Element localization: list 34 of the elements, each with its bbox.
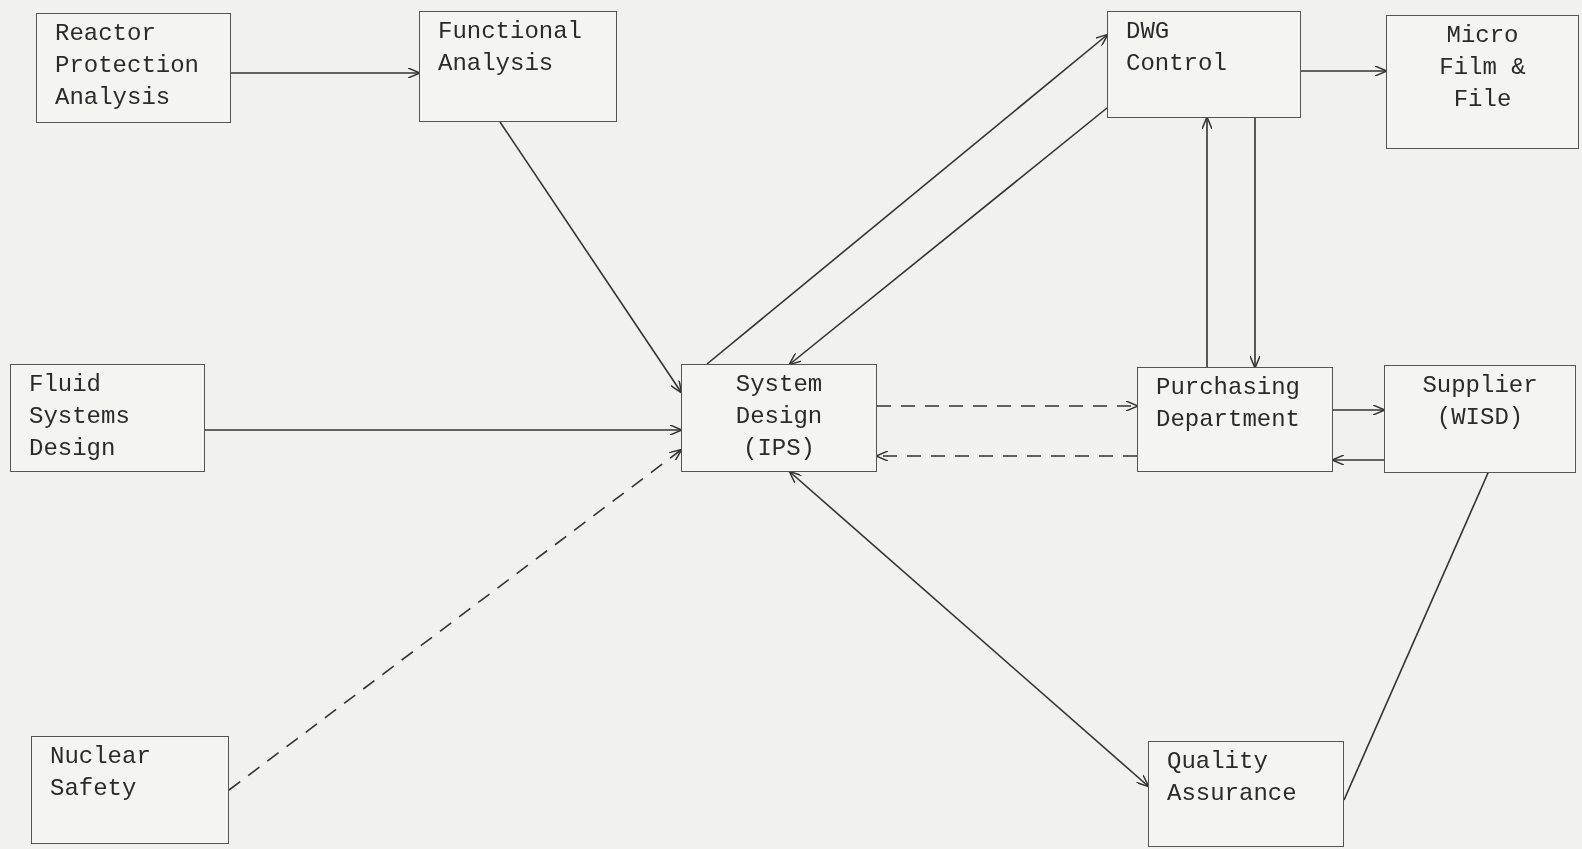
arrow bbox=[788, 470, 1150, 788]
process-box bbox=[419, 11, 617, 122]
arrow bbox=[788, 107, 1108, 366]
box-label: Nuclear Safety bbox=[50, 742, 152, 804]
arrow bbox=[1300, 65, 1388, 77]
arrow bbox=[1249, 117, 1261, 369]
box-label: Fluid Systems Design bbox=[29, 370, 131, 464]
process-box bbox=[36, 13, 231, 123]
box-label: Micro Film & File bbox=[1438, 21, 1527, 115]
arrow bbox=[499, 121, 683, 394]
box-label: Reactor Protection Analysis bbox=[55, 19, 201, 113]
process-box bbox=[1384, 365, 1576, 473]
process-box bbox=[1107, 11, 1301, 118]
arrow bbox=[228, 448, 683, 791]
box-label: DWG Control bbox=[1126, 17, 1228, 79]
box-label: System Design (IPS) bbox=[734, 370, 824, 464]
arrow bbox=[876, 400, 1139, 412]
box-label: Supplier (WISD) bbox=[1421, 371, 1539, 433]
process-box bbox=[1386, 15, 1579, 149]
arrow bbox=[1331, 454, 1385, 466]
arrow bbox=[706, 33, 1109, 365]
arrow bbox=[1332, 404, 1386, 416]
arrow bbox=[1201, 116, 1213, 368]
process-box bbox=[1148, 741, 1344, 847]
process-box bbox=[1137, 367, 1333, 472]
process-box bbox=[10, 364, 205, 472]
process-box bbox=[31, 736, 229, 844]
box-label: Purchasing Department bbox=[1156, 373, 1302, 435]
box-label: Functional Analysis bbox=[438, 17, 584, 79]
arrow bbox=[875, 450, 1138, 462]
arrow bbox=[230, 67, 421, 79]
process-box bbox=[681, 364, 877, 472]
box-label: Quality Assurance bbox=[1167, 747, 1298, 809]
arrow bbox=[204, 424, 683, 436]
